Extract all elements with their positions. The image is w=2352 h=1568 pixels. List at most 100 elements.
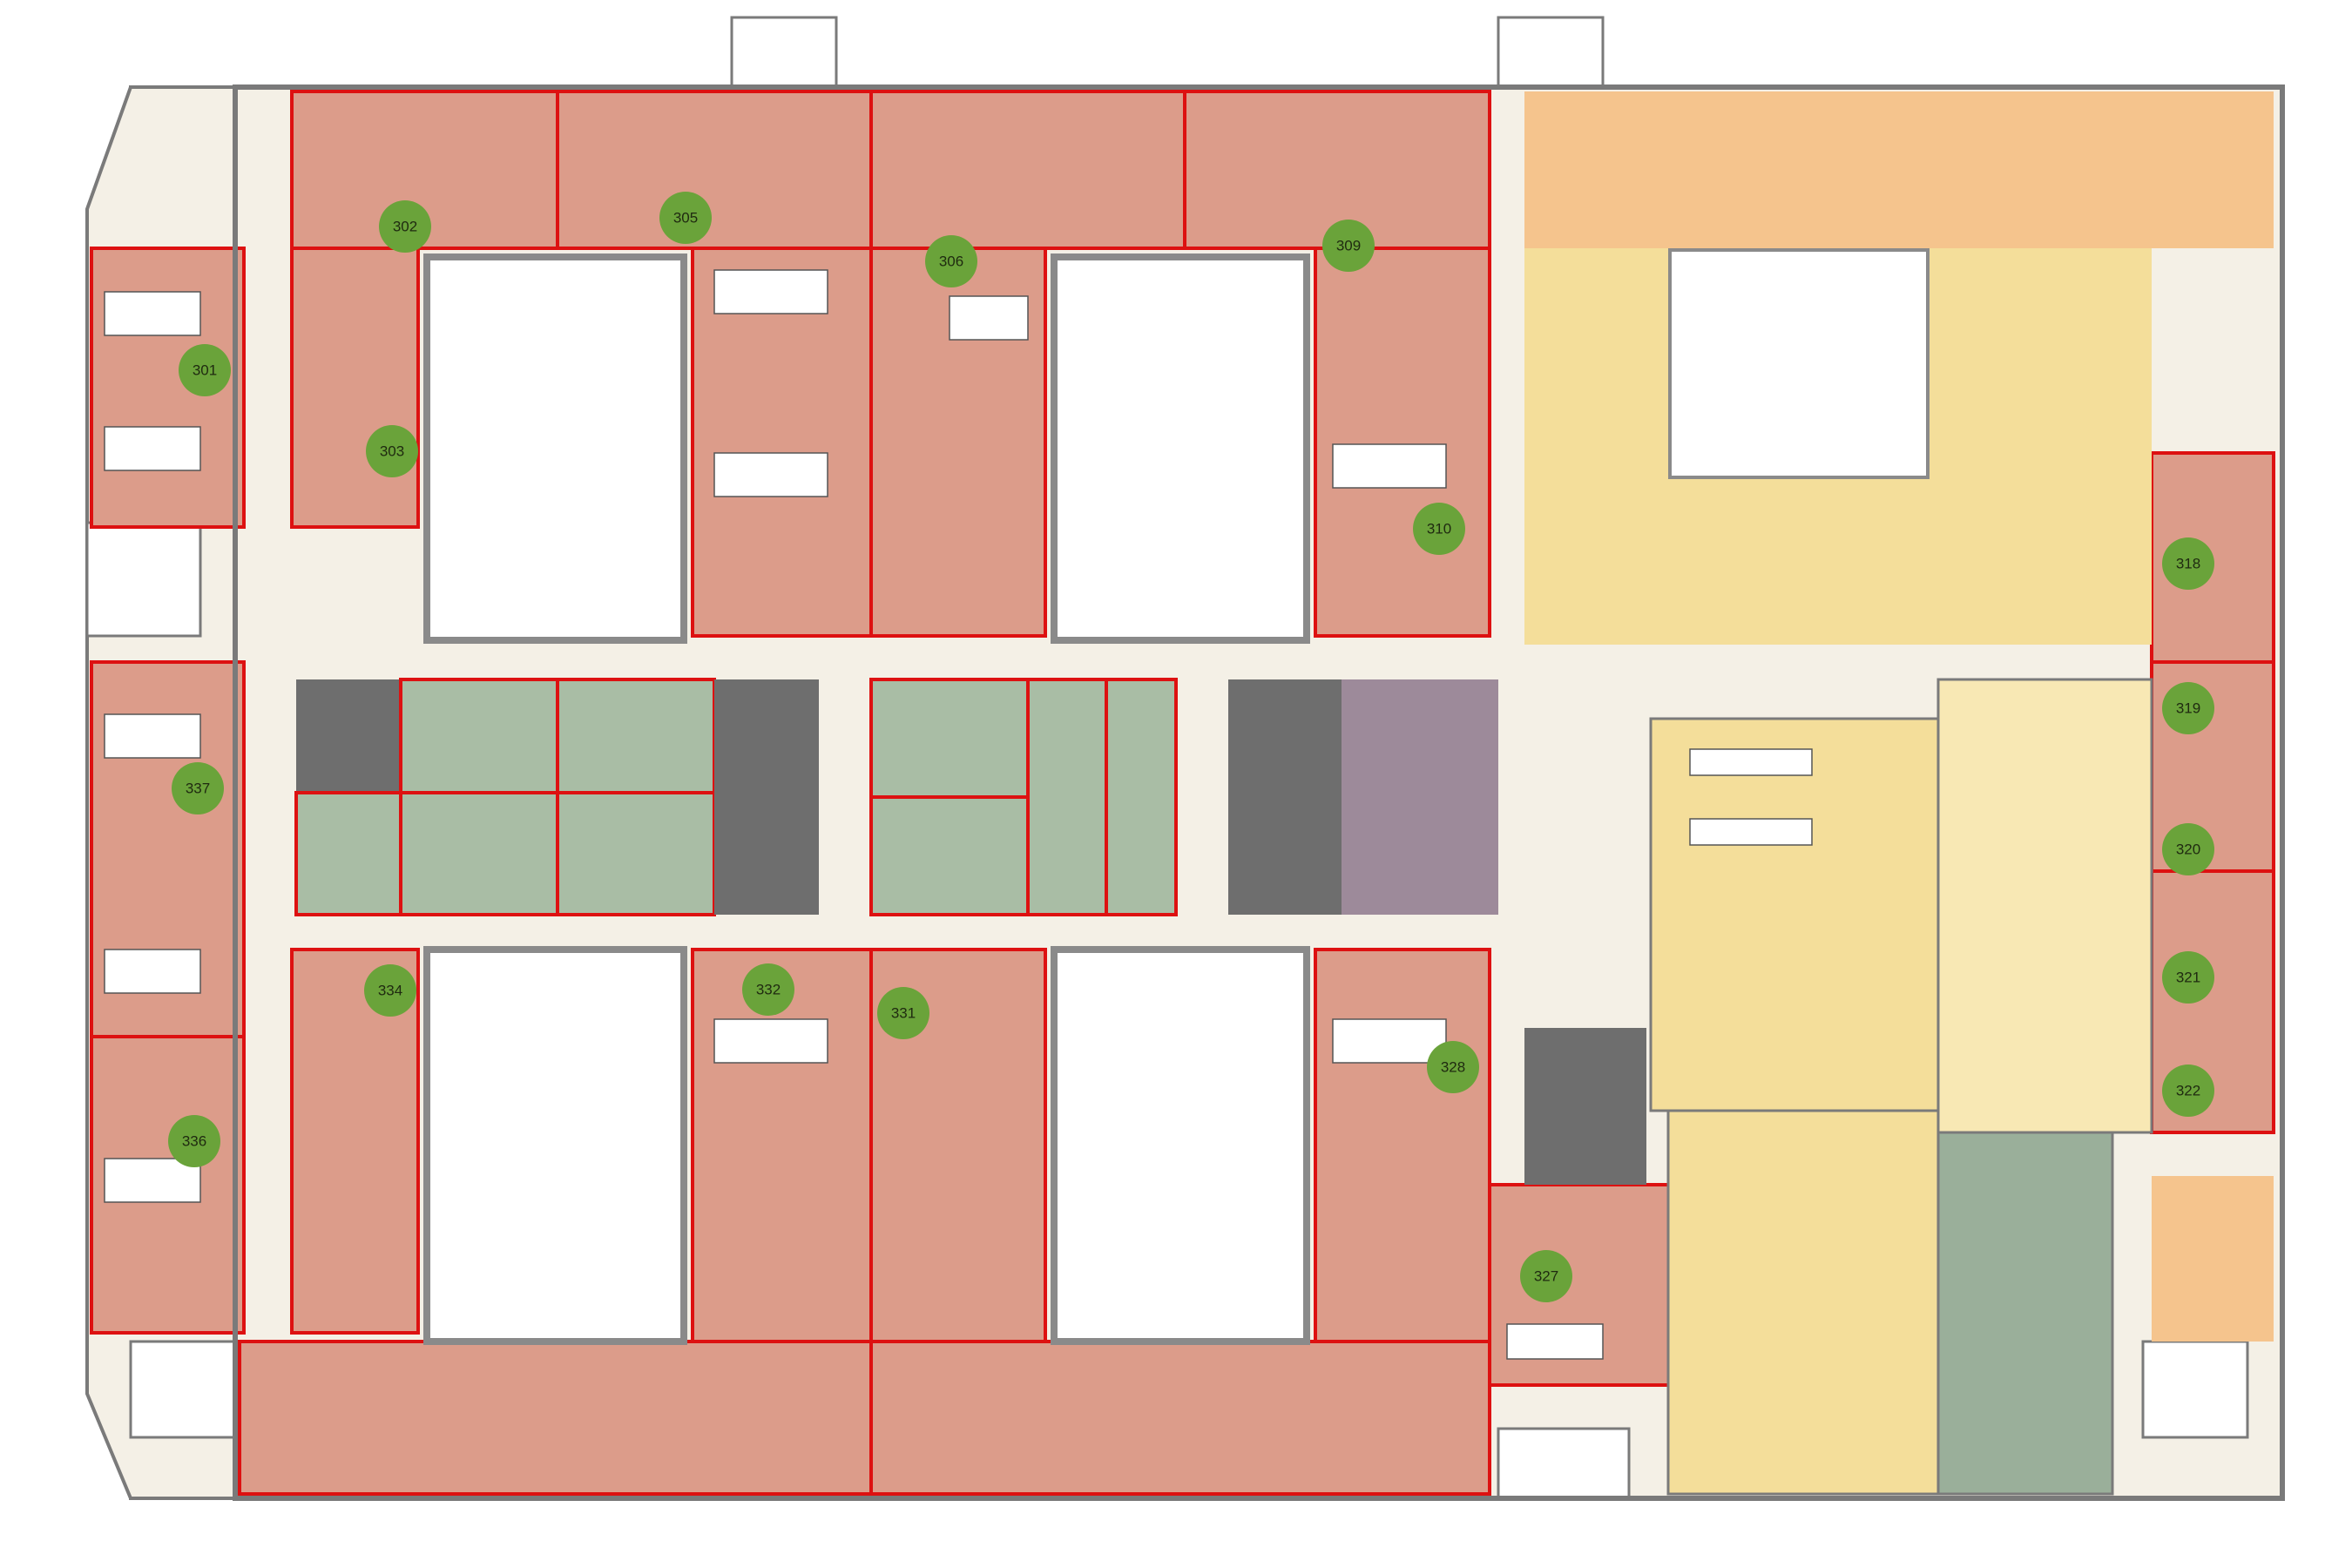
east-wing — [1524, 91, 2274, 1496]
meeting-room-3 — [294, 791, 402, 916]
desk-row-8 — [949, 295, 1029, 341]
room-marker-303 — [366, 425, 418, 477]
desk-row-1 — [104, 291, 201, 336]
meeting-room-6 — [869, 678, 1030, 799]
office-zone-south-west — [238, 1340, 873, 1496]
desk-row-13 — [1689, 748, 1813, 776]
room-marker-322 — [2162, 1064, 2214, 1117]
desk-row-5 — [104, 1158, 201, 1203]
room-marker-label: 337 — [186, 781, 210, 797]
desk-row-6 — [713, 269, 828, 314]
stair-core-north-east — [1497, 16, 1605, 89]
outer-wall — [233, 84, 2285, 1501]
desk-row-3 — [104, 713, 201, 759]
room-marker-label: 322 — [2176, 1083, 2200, 1099]
office-zone-306-309 — [869, 90, 1491, 250]
meeting-room-8 — [1026, 678, 1108, 916]
room-marker-306 — [925, 235, 977, 287]
room-markers: 301 302 303 305 306 309 310 318 319 320 321 322 327 3… — [168, 192, 2214, 1302]
reception-lounge — [2152, 1176, 2274, 1342]
stair-core-south-west — [129, 1340, 237, 1439]
atrium-south-center — [1051, 946, 1310, 1345]
lounge-area — [1524, 91, 2274, 248]
office-zone-south-center — [869, 1340, 1491, 1496]
room-marker-label: 303 — [380, 443, 404, 460]
desk-rows — [104, 269, 1813, 1360]
meeting-room-4 — [399, 791, 559, 916]
workshop-area — [1668, 479, 2152, 645]
desk-row-11 — [1332, 1018, 1447, 1064]
room-marker-label: 328 — [1441, 1059, 1465, 1076]
auditorium — [1936, 1131, 2114, 1496]
room-marker-label: 306 — [939, 253, 963, 270]
room-marker-label: 334 — [378, 983, 402, 999]
room-marker-label: 310 — [1427, 521, 1451, 537]
room-marker-328 — [1427, 1041, 1479, 1093]
canteen-dining — [1649, 717, 1940, 1112]
room-marker-327 — [1520, 1250, 1572, 1302]
office-zone-328 — [1314, 948, 1491, 1343]
office-zone-303 — [290, 247, 420, 529]
meeting-room-7 — [869, 795, 1030, 916]
room-marker-305 — [659, 192, 712, 244]
room-marker-309 — [1322, 220, 1375, 272]
meeting-room-5 — [556, 791, 716, 916]
desk-row-12 — [1506, 1323, 1604, 1360]
canteen-seating-south — [1666, 1109, 1940, 1496]
room-marker-label: 320 — [2176, 841, 2200, 858]
atrium-north-west — [423, 253, 687, 644]
partitions — [290, 91, 1491, 1494]
room-marker-332 — [742, 963, 794, 1016]
room-marker-label: 302 — [393, 219, 417, 235]
stair-core-west — [85, 521, 202, 638]
room-marker-label: 332 — [756, 982, 781, 998]
office-zone-310 — [1314, 247, 1491, 638]
desk-row-4 — [104, 949, 201, 994]
room-marker-label: 319 — [2176, 700, 2200, 717]
room-marker-336 — [168, 1115, 220, 1167]
room-marker-319 — [2162, 682, 2214, 734]
room-marker-label: 336 — [182, 1133, 206, 1150]
atrium-south-west — [423, 946, 687, 1345]
room-marker-321 — [2162, 951, 2214, 1004]
atrium-north-east — [1665, 245, 1933, 483]
room-marker-334 — [364, 964, 416, 1017]
desk-row-14 — [1689, 818, 1813, 846]
lounge-area-east — [1930, 248, 2152, 479]
service-block-1 — [296, 679, 401, 793]
service-block-east — [1524, 1028, 1646, 1185]
kitchen-area — [1936, 678, 2153, 1134]
room-marker-label: 309 — [1336, 238, 1361, 254]
stair-core-north-west — [730, 16, 838, 89]
room-marker-label: 331 — [891, 1005, 916, 1022]
room-marker-label: 301 — [193, 362, 217, 379]
stair-core-east-south — [2141, 1340, 2249, 1439]
room-marker-label: 318 — [2176, 556, 2200, 572]
lounge-area-west — [1524, 248, 1668, 645]
room-marker-331 — [877, 987, 929, 1039]
service-block-3 — [1228, 679, 1342, 915]
meeting-room-9 — [1105, 678, 1178, 916]
desk-row-2 — [104, 426, 201, 471]
room-marker-label: 321 — [2176, 970, 2200, 986]
room-marker-318 — [2162, 537, 2214, 590]
room-marker-337 — [172, 762, 224, 814]
desk-row-7 — [713, 452, 828, 497]
room-marker-label: 327 — [1534, 1268, 1558, 1285]
meeting-room-1 — [399, 678, 559, 794]
lab-room — [1342, 679, 1498, 915]
office-zone-302-305 — [290, 90, 873, 250]
meeting-band — [294, 678, 1498, 916]
room-marker-302 — [379, 200, 431, 253]
room-marker-320 — [2162, 823, 2214, 875]
desk-row-10 — [713, 1018, 828, 1064]
desk-row-9 — [1332, 443, 1447, 489]
stair-core-south-east — [1497, 1427, 1631, 1500]
room-marker-310 — [1413, 503, 1465, 555]
room-marker-301 — [179, 344, 231, 396]
room-marker-label: 305 — [673, 210, 698, 226]
atriums — [423, 245, 1933, 1345]
meeting-room-2 — [556, 678, 716, 794]
service-block-2 — [714, 679, 819, 915]
